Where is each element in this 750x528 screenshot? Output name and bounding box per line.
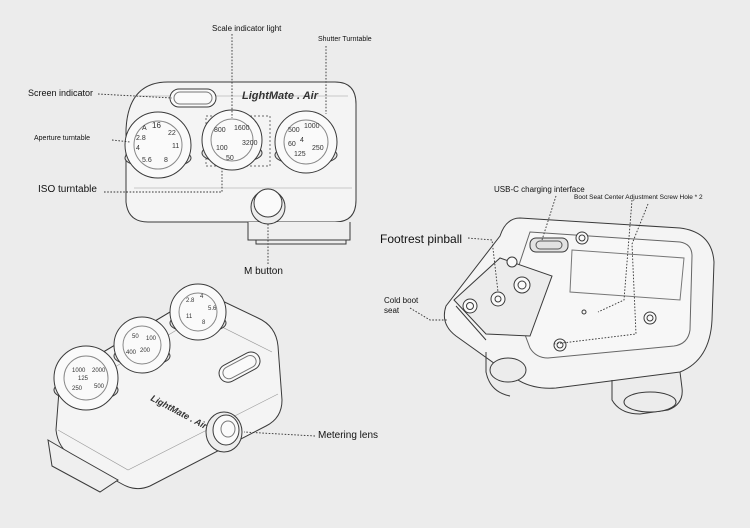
label-screen-indicator: Screen indicator: [28, 88, 94, 98]
svg-text:50: 50: [226, 155, 234, 162]
label-scale-indicator-light: Scale indicator light: [212, 24, 282, 33]
svg-text:60: 60: [288, 141, 296, 148]
label-iso-turntable: ISO turntable: [38, 184, 97, 195]
rear-shutter-dial: [53, 345, 119, 411]
svg-text:1000: 1000: [72, 368, 86, 374]
aperture-dial: [124, 111, 192, 179]
svg-text:22: 22: [168, 130, 176, 137]
svg-text:LightMate . Air: LightMate . Air: [242, 90, 319, 102]
iso-dial: [201, 109, 263, 171]
svg-text:2000: 2000: [92, 368, 106, 374]
svg-text:125: 125: [294, 151, 306, 158]
rear-aperture-dial: [169, 283, 227, 341]
svg-text:5.6: 5.6: [208, 306, 217, 312]
svg-text:50: 50: [132, 334, 139, 340]
label-usb-c: USB-C charging interface: [494, 185, 585, 194]
rear-iso-dial: [113, 316, 171, 374]
svg-text:100: 100: [216, 145, 228, 152]
svg-text:125: 125: [78, 376, 89, 382]
label-metering-lens: Metering lens: [318, 430, 379, 441]
svg-text:8: 8: [164, 157, 168, 164]
svg-text:8: 8: [202, 320, 206, 326]
label-shutter-turntable: Shutter Turntable: [318, 36, 372, 43]
svg-text:2.8: 2.8: [186, 298, 195, 304]
svg-text:500: 500: [94, 384, 105, 390]
rear-device: [47, 283, 283, 493]
svg-text:2.8: 2.8: [136, 135, 146, 142]
front-device: [124, 81, 357, 245]
svg-text:4: 4: [136, 145, 140, 152]
label-boot-seat-screw: Boot Seat Center Adjustment Screw Hole *…: [574, 194, 703, 201]
svg-text:16: 16: [152, 121, 161, 130]
svg-text:4: 4: [200, 294, 204, 300]
leader-lines: [97, 34, 649, 437]
rear-dial-markings: 2.8 4 5.6 8 11 50 100 200 400 1000 2000 …: [72, 294, 217, 392]
svg-text:4: 4: [300, 137, 304, 144]
svg-text:500: 500: [288, 127, 300, 134]
label-aperture-turntable: Aperture turntable: [34, 135, 91, 142]
label-footrest-pinball: Footrest pinball: [380, 232, 463, 246]
svg-text:11: 11: [186, 314, 193, 320]
svg-text:400: 400: [126, 350, 137, 356]
svg-text:3200: 3200: [242, 140, 258, 147]
svg-text:1600: 1600: [234, 125, 250, 132]
svg-text:100: 100: [146, 336, 157, 342]
svg-text:250: 250: [72, 386, 83, 392]
svg-text:200: 200: [140, 348, 151, 354]
metering-lens-shape: [205, 411, 243, 453]
svg-text:11: 11: [172, 143, 179, 150]
svg-text:1000: 1000: [304, 123, 320, 130]
label-m-button: M button: [244, 266, 283, 277]
underside-device: [443, 217, 715, 415]
svg-text:5.6: 5.6: [142, 157, 152, 164]
svg-text:800: 800: [214, 127, 226, 134]
svg-text:250: 250: [312, 145, 324, 152]
front-dial-markings: 16 22 11 8 5.6 4 2.8 A 800 1600 3200 100…: [136, 121, 324, 164]
svg-text:A: A: [142, 125, 147, 132]
shutter-dial: [274, 110, 338, 174]
label-cold-boot-seat-line1: Cold boot: [384, 296, 419, 305]
m-button-shape: [250, 188, 286, 225]
label-cold-boot-seat-line2: seat: [384, 306, 400, 315]
